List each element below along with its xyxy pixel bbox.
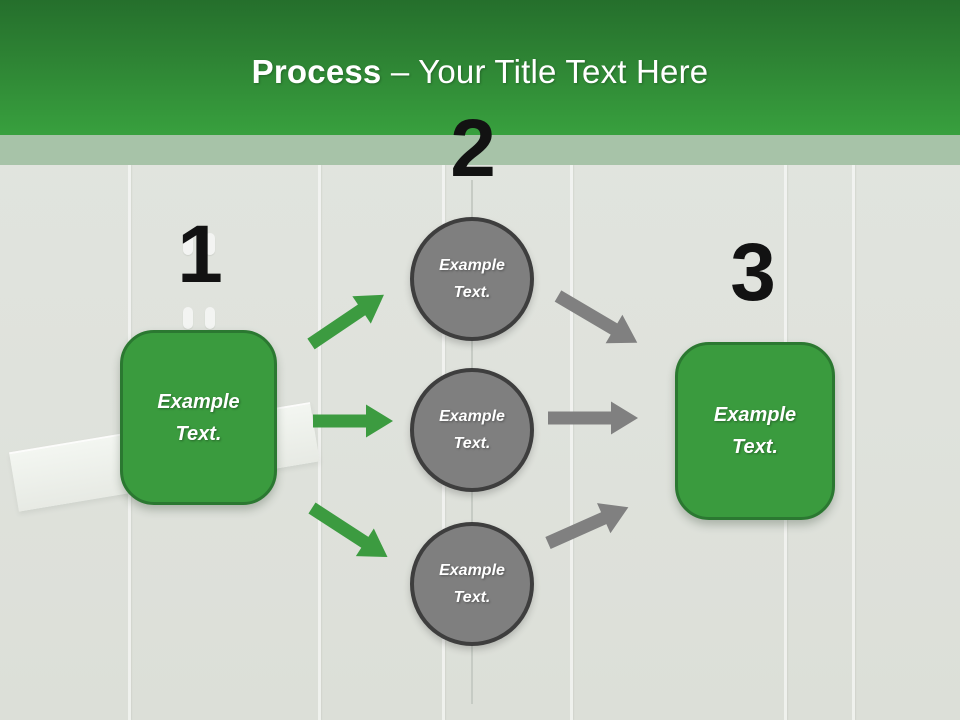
slide-title-bold: Process	[251, 53, 382, 90]
step3-box: Example Text.	[675, 342, 835, 520]
header-band	[0, 0, 960, 135]
green-arrow-middle-icon	[313, 404, 393, 438]
step3-box-label-line1: Example	[713, 404, 797, 426]
step2-circle-middle-label-line2: Text.	[453, 435, 491, 452]
background-shelf-slot	[183, 233, 193, 255]
step2-circle-top-label-line2: Text.	[453, 284, 491, 301]
background-panel-line	[318, 165, 321, 720]
gray-arrow-top-icon	[554, 290, 638, 344]
background-panel-line	[852, 165, 855, 720]
step-number-1: 1	[177, 209, 223, 300]
step3-box-label-line2: Text.	[732, 436, 778, 458]
step2-circle-middle: Example Text.	[410, 368, 534, 492]
step1-box-label-line1: Example	[157, 390, 240, 413]
step2-circle-middle-label-line1: Example	[439, 407, 505, 425]
gray-arrow-middle-icon	[548, 401, 638, 435]
slide-title-rest: – Your Title Text Here	[390, 53, 709, 90]
background-shelf-slot	[205, 233, 215, 255]
green-arrow-bottom-icon	[308, 502, 388, 558]
step2-circle-top: Example Text.	[410, 217, 534, 341]
step-number-3: 3	[730, 227, 776, 318]
step1-box: Example Text.	[120, 330, 277, 505]
slide-title: Process – Your Title Text Here	[0, 53, 960, 90]
step2-circle-top-label-line1: Example	[439, 256, 505, 274]
green-arrow-top-icon	[307, 294, 384, 350]
step2-circle-bottom: Example Text.	[410, 522, 534, 646]
background-shelf-slot	[183, 307, 193, 329]
gray-arrow-bottom-icon	[545, 503, 629, 549]
header-sub-band	[0, 135, 960, 165]
background-shelf-slot	[205, 307, 215, 329]
step1-box-label-line2: Text.	[175, 422, 222, 445]
step-number-2: 2	[450, 103, 496, 194]
step2-circle-bottom-label-line2: Text.	[453, 589, 491, 606]
step2-circle-bottom-label-line1: Example	[439, 561, 505, 579]
background-panel-line	[570, 165, 573, 720]
